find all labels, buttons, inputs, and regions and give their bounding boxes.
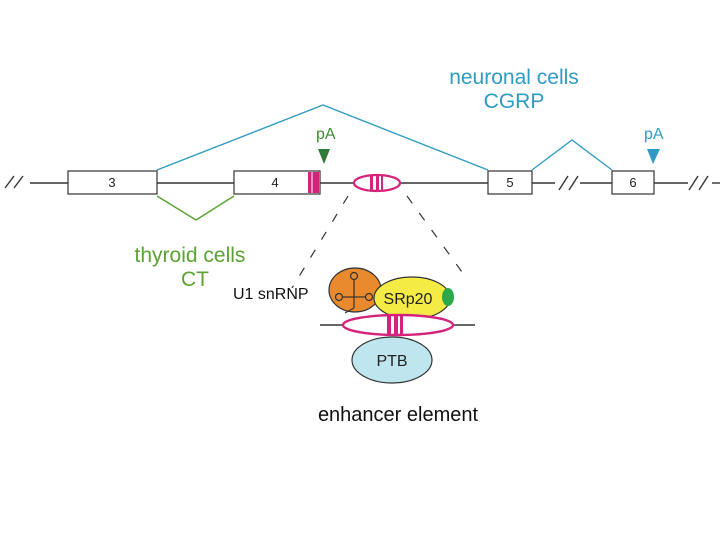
exon-4-pink-segment bbox=[308, 172, 319, 193]
u1-rna-structure-icon bbox=[334, 271, 374, 314]
exon-6-label: 6 bbox=[629, 175, 636, 190]
srp20-rs-domain-dot bbox=[442, 288, 454, 306]
exon-4: 4 bbox=[233, 170, 321, 195]
enhancer-element-small bbox=[352, 173, 402, 193]
pa-label-exon6: pA bbox=[644, 126, 664, 143]
enhancer-element-label: enhancer element bbox=[318, 404, 479, 426]
pa-triangle-blue bbox=[647, 149, 660, 164]
zoom-dashed-lines bbox=[291, 195, 463, 289]
exon-5: 5 bbox=[487, 170, 533, 195]
srp20-label: SRp20 bbox=[384, 291, 433, 308]
u1-snrnp-label: U1 snRNP bbox=[233, 286, 309, 303]
exon-3: 3 bbox=[67, 170, 158, 195]
u1-snrnp-blob bbox=[328, 267, 382, 313]
thyroid-cells-label: thyroid cells bbox=[135, 244, 246, 267]
cgrp-label: CGRP bbox=[484, 90, 545, 113]
exon-4-label: 4 bbox=[271, 175, 278, 190]
thyroid-splicing-path bbox=[156, 195, 235, 221]
srp20-protein: SRp20 bbox=[373, 276, 454, 320]
exon-6: 6 bbox=[611, 170, 655, 195]
pa-marker-exon6: pA bbox=[644, 126, 664, 164]
u1-snrnp-complex: U1 snRNP bbox=[233, 267, 382, 314]
enhancer-element-large bbox=[320, 313, 475, 337]
pa-marker-exon4: pA bbox=[316, 126, 336, 164]
pa-triangle-green bbox=[318, 149, 330, 164]
pa-label-exon4: pA bbox=[316, 126, 336, 143]
exon-5-label: 5 bbox=[506, 175, 513, 190]
neuronal-cells-label: neuronal cells bbox=[449, 66, 579, 89]
break-marks bbox=[4, 175, 709, 191]
exon-3-label: 3 bbox=[108, 175, 115, 190]
ptb-label: PTB bbox=[376, 353, 407, 370]
ptb-protein: PTB bbox=[351, 336, 433, 384]
neuronal-splicing-path bbox=[156, 104, 613, 171]
ct-label: CT bbox=[181, 268, 209, 291]
